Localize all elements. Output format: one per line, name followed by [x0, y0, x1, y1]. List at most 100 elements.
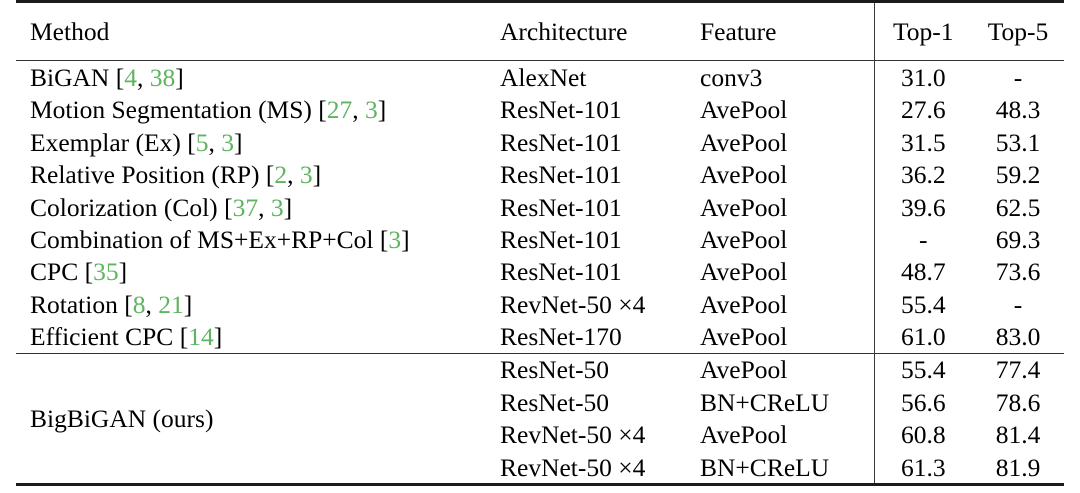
method-name: Exemplar (Ex) — [30, 127, 181, 157]
cell-method: Relative Position (RP) [2, 3] — [16, 158, 490, 191]
cell-method: CPC [35] — [16, 255, 490, 288]
cell-architecture: ResNet-101 — [490, 255, 694, 288]
cell-top1: 31.0 — [873, 60, 972, 94]
cell-architecture: ResNet-101 — [490, 190, 694, 223]
citation-separator: , — [208, 127, 222, 157]
citation-ref[interactable]: 38 — [149, 62, 176, 92]
citation-ref[interactable]: 8 — [132, 289, 146, 319]
cell-architecture: ResNet-101 — [490, 158, 694, 191]
cell-architecture: ResNet-101 — [490, 125, 694, 159]
citation-ref[interactable]: 3 — [270, 192, 284, 222]
section-divider-rule — [16, 352, 1064, 354]
cell-feature: BN+CReLU — [694, 450, 874, 485]
cell-method: Colorization (Col) [37, 3] — [16, 190, 490, 223]
table-header-row: Method Architecture Feature Top-1 Top-5 — [16, 3, 1064, 61]
table-row: Combination of MS+Ex+RP+Col [3]ResNet-10… — [16, 222, 1064, 256]
citation-separator: , — [136, 62, 150, 92]
cell-architecture: ResNet-170 — [490, 320, 694, 354]
column-header-top1: Top-1 — [873, 3, 972, 61]
citation-ref[interactable]: 35 — [93, 257, 119, 287]
cell-top5: - — [972, 287, 1064, 321]
citation-bracket-close: ] — [118, 257, 128, 287]
cell-feature: AvePool — [694, 190, 874, 223]
citation-bracket-close: ] — [312, 160, 322, 190]
citation-bracket-close: ] — [401, 224, 410, 254]
cell-top1: 60.8 — [873, 418, 972, 451]
citation-ref[interactable]: 3 — [388, 224, 402, 254]
citation-separator: , — [258, 192, 271, 222]
cell-feature: conv3 — [694, 60, 874, 94]
cell-method: Motion Segmentation (MS) [27, 3] — [16, 93, 490, 126]
method-name: Relative Position (RP) — [30, 160, 260, 190]
method-name: Combination of MS+Ex+RP+Col — [30, 224, 374, 254]
cell-top1: 55.4 — [873, 287, 972, 321]
cell-top1: - — [873, 222, 972, 256]
cell-method: Combination of MS+Ex+RP+Col [3] — [16, 222, 490, 256]
citation-bracket-open: [ — [179, 322, 189, 352]
column-header-architecture: Architecture — [490, 3, 694, 61]
cell-feature: BN+CReLU — [694, 385, 874, 419]
cell-top1: 31.5 — [873, 125, 972, 159]
cell-architecture: RevNet-50 ×4 — [490, 450, 694, 485]
cell-feature: AvePool — [694, 158, 874, 191]
cell-feature: AvePool — [694, 320, 874, 354]
table-top-rule — [16, 0, 1064, 4]
cell-architecture: AlexNet — [490, 60, 694, 94]
citation-ref[interactable]: 3 — [299, 160, 313, 190]
citation-ref[interactable]: 3 — [365, 95, 378, 125]
cell-top5: 62.5 — [972, 190, 1064, 223]
cell-method: BiGAN [4, 38] — [16, 60, 490, 94]
cell-architecture: ResNet-101 — [490, 93, 694, 126]
cell-top1: 48.7 — [873, 255, 972, 288]
citation-ref[interactable]: 21 — [158, 289, 184, 319]
cell-feature: AvePool — [694, 125, 874, 159]
method-name: Colorization (Col) — [30, 192, 218, 222]
cell-top5: 69.3 — [972, 222, 1064, 256]
citation-ref[interactable]: 5 — [195, 127, 209, 157]
cell-architecture: ResNet-50 — [490, 353, 694, 386]
cell-top5: 53.1 — [972, 125, 1064, 159]
cell-architecture: RevNet-50 ×4 — [490, 418, 694, 451]
citation-ref[interactable]: 14 — [188, 322, 214, 352]
cell-feature: AvePool — [694, 353, 874, 386]
citation-ref[interactable]: 3 — [221, 127, 234, 157]
citation-bracket-close: ] — [377, 95, 387, 125]
cell-top1: 56.6 — [873, 385, 972, 419]
cell-top5: 73.6 — [972, 255, 1064, 288]
column-header-method: Method — [16, 3, 490, 61]
citation-ref[interactable]: 27 — [326, 95, 353, 125]
cell-feature: AvePool — [694, 222, 874, 256]
column-header-feature: Feature — [694, 3, 874, 61]
citation-bracket-close: ] — [283, 192, 293, 222]
cell-feature: AvePool — [694, 93, 874, 126]
method-name: Efficient CPC — [30, 322, 174, 352]
citation-ref[interactable]: 4 — [124, 62, 137, 92]
citation-bracket-close: ] — [183, 289, 193, 319]
cell-feature: AvePool — [694, 287, 874, 321]
method-name: Rotation — [30, 289, 118, 319]
citation-bracket-open: [ — [84, 257, 94, 287]
cell-top1: 39.6 — [873, 190, 972, 223]
cell-top1: 36.2 — [873, 158, 972, 191]
method-name: BiGAN — [30, 62, 110, 92]
cell-architecture: ResNet-101 — [490, 222, 694, 256]
citation-ref[interactable]: 2 — [274, 160, 288, 190]
table-bottom-rule — [16, 483, 1064, 487]
citation-bracket-close: ] — [213, 322, 223, 352]
cell-method-ours: BigBiGAN (ours) — [16, 353, 490, 485]
table-row: Motion Segmentation (MS) [27, 3]ResNet-1… — [16, 93, 1064, 126]
citation-bracket-close: ] — [175, 62, 184, 92]
cell-feature: AvePool — [694, 255, 874, 288]
citation-ref[interactable]: 37 — [232, 192, 259, 222]
citation-separator: , — [352, 95, 366, 125]
